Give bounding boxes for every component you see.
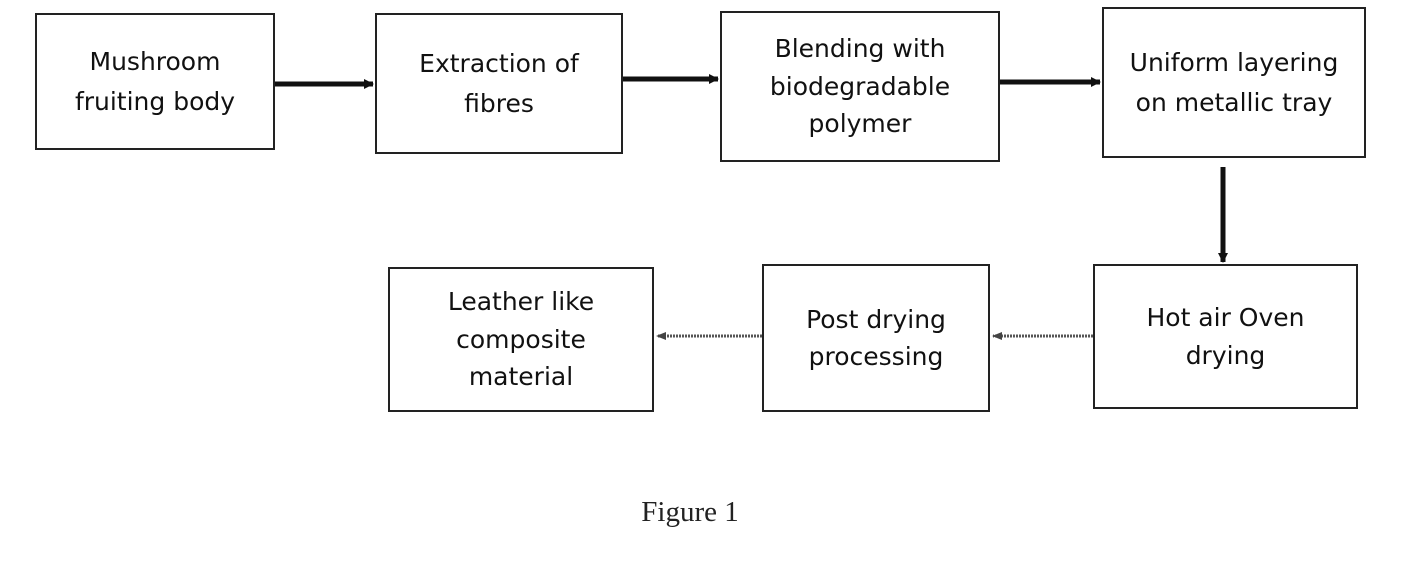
step-label: Mushroom fruiting body — [75, 42, 235, 122]
figure-caption: Figure 1 — [540, 496, 840, 529]
step-label: Hot air Oven drying — [1146, 299, 1304, 374]
step-label: Post drying processing — [806, 301, 946, 376]
step-post-drying-processing: Post drying processing — [762, 264, 990, 412]
step-label: Blending with biodegradable polymer — [770, 30, 950, 143]
step-extraction-of-fibres: Extraction of fibres — [375, 13, 623, 154]
step-uniform-layering: Uniform layering on metallic tray — [1102, 7, 1366, 158]
step-label: Extraction of fibres — [419, 44, 579, 124]
step-mushroom-fruiting-body: Mushroom fruiting body — [35, 13, 275, 150]
step-label: Leather like composite material — [448, 283, 594, 396]
step-label: Uniform layering on metallic tray — [1130, 43, 1339, 123]
step-blending-with-polymer: Blending with biodegradable polymer — [720, 11, 1000, 162]
step-leather-like-composite: Leather like composite material — [388, 267, 654, 412]
step-hot-air-oven-drying: Hot air Oven drying — [1093, 264, 1358, 409]
